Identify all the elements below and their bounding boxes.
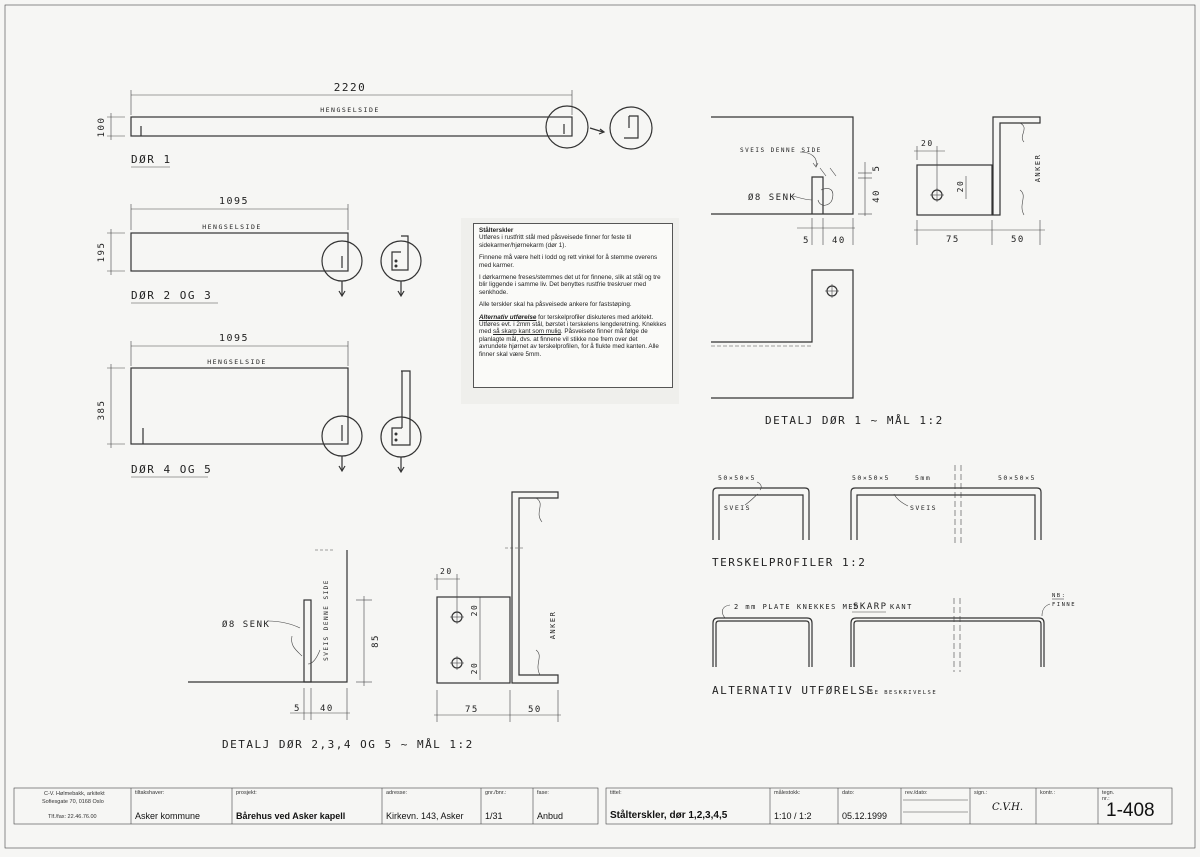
gnr-value: 1/31 bbox=[485, 811, 503, 821]
notes-alt-text-b: . Påsveisete finner må følge de planlagt… bbox=[479, 328, 659, 358]
detail1-dim-5: 5 bbox=[803, 236, 810, 246]
project-label: prosjekt: bbox=[236, 790, 257, 796]
detail1-countersink: Ø8 SENK bbox=[748, 192, 796, 203]
threshold-p2-gap: 5mm bbox=[915, 474, 931, 482]
architect-address: Sofiesgate 70, 0168 Oslo bbox=[42, 799, 104, 805]
detail2345-dim-20c: 20 bbox=[470, 662, 479, 675]
drawing-no-value: 1-408 bbox=[1106, 800, 1155, 821]
threshold-profiles: 50×50×5 SVEIS 50×50×5 5mm 50×50×5 SVEIS … bbox=[712, 465, 1042, 569]
client-label: tiltakshaver: bbox=[135, 790, 165, 796]
sign-value: C.V.H. bbox=[992, 802, 1024, 813]
drawing-no-label: tegn. nr.: bbox=[1102, 790, 1115, 802]
detail1-title: DETALJ DØR 1 ~ MÅL 1:2 bbox=[765, 414, 944, 427]
client-value: Asker kommune bbox=[135, 811, 201, 821]
notes-paragraph-5: Alternativ utførelse for terskelprofiler… bbox=[479, 314, 667, 358]
detail1-dim-40: 40 bbox=[832, 236, 846, 246]
detail2345-dim-40: 40 bbox=[320, 704, 334, 714]
detail2345-title: DETALJ DØR 2,3,4 OG 5 ~ MÅL 1:2 bbox=[222, 738, 474, 751]
threshold-title: TERSKELPROFILER 1:2 bbox=[712, 556, 866, 569]
door45-hinge-side: HENGSELSIDE bbox=[207, 358, 267, 366]
date-label: dato: bbox=[842, 790, 855, 796]
detail2345-countersink: Ø8 SENK bbox=[222, 619, 270, 630]
notes-title: Stålterskler bbox=[479, 227, 514, 234]
detail1-weld-note: SVEIS DENNE SIDE bbox=[740, 147, 822, 154]
alternative-note-c: KANT bbox=[890, 603, 913, 611]
sheet-border bbox=[4, 4, 1196, 849]
scale-value: 1:10 / 1:2 bbox=[774, 811, 812, 821]
rev-label: rev./dato: bbox=[905, 790, 928, 796]
alternative-design: 2 mm PLATE KNEKKES MED SKARP KANT NB: FI… bbox=[712, 593, 1076, 697]
address-label: adresse: bbox=[386, 790, 408, 796]
control-label: kontr.: bbox=[1040, 790, 1055, 796]
alternative-note-a: 2 mm PLATE KNEKKES MED bbox=[734, 603, 860, 611]
detail1-dim-v40: 40 bbox=[872, 189, 882, 203]
threshold-p2-size-b: 50×50×5 bbox=[998, 474, 1036, 482]
door23-drawing: 1095 HENGSELSIDE 195 DØR 2 OG 3 bbox=[97, 196, 422, 304]
detail2345-dim-20b: 20 bbox=[470, 604, 479, 617]
door23-title: DØR 2 OG 3 bbox=[131, 289, 212, 302]
detail1-dim-50: 50 bbox=[1011, 235, 1025, 245]
threshold-p2-size-a: 50×50×5 bbox=[852, 474, 890, 482]
detail2345-dim-5: 5 bbox=[294, 704, 301, 714]
detail2345-dim-50: 50 bbox=[528, 705, 542, 715]
detail2345-weld-note: SVEIS DENNE SIDE bbox=[323, 579, 330, 661]
detail2345-dim-85: 85 bbox=[371, 634, 381, 648]
door1-height: 100 bbox=[97, 117, 107, 138]
notes-paragraph-3: I dørkarmene freses/stemmes det ut for f… bbox=[479, 274, 661, 296]
door1-width: 2220 bbox=[334, 81, 367, 94]
date-value: 05.12.1999 bbox=[842, 811, 888, 821]
detail1-anchor: ANKER bbox=[1034, 154, 1042, 183]
alternative-nb: NB: bbox=[1052, 593, 1066, 599]
detail1-dim-v5: 5 bbox=[872, 165, 882, 172]
alternative-note-b: SKARP bbox=[853, 602, 888, 612]
gnr-label: gnr./bnr.: bbox=[485, 790, 507, 796]
door1-hinge-side: HENGSELSIDE bbox=[320, 106, 380, 114]
detail2345-dim-75: 75 bbox=[465, 705, 479, 715]
titleblock-architect: C-V. Hølmebakk, arkitekt Sofiesgate 70, … bbox=[14, 788, 131, 824]
notes-alt-underlined: så skarp kant som mulig bbox=[493, 328, 561, 336]
detail1-dim-20b: 20 bbox=[956, 180, 965, 193]
threshold-p1-size: 50×50×5 bbox=[718, 474, 756, 482]
titleblock-frame bbox=[13, 787, 1173, 825]
detail2345-dim-20a: 20 bbox=[440, 567, 453, 576]
title-value: Stålterskler, dør 1,2,3,4,5 bbox=[610, 810, 728, 821]
door45-height: 385 bbox=[97, 400, 107, 421]
notes-paragraph-1: Utføres i rustfritt stål med påsveisede … bbox=[479, 234, 632, 249]
door45-width: 1095 bbox=[219, 333, 249, 344]
door23-hinge-side: HENGSELSIDE bbox=[202, 223, 262, 231]
threshold-p1-weld: SVEIS bbox=[724, 504, 751, 512]
sign-label: sign.: bbox=[974, 790, 988, 796]
address-value: Kirkevn. 143, Asker bbox=[386, 811, 464, 821]
alternative-subtitle: ~SE BESKRIVELSE bbox=[865, 690, 937, 696]
title-label: tittel: bbox=[610, 790, 622, 796]
phase-label: fase: bbox=[537, 790, 549, 796]
project-value: Bårehus ved Asker kapell bbox=[236, 811, 346, 821]
notes-alt-text-a: for terskelprofiler diskuteres med arkit… bbox=[479, 313, 667, 336]
alternative-fin: FINNE bbox=[1052, 602, 1076, 608]
door23-height: 195 bbox=[97, 242, 107, 263]
threshold-p2-weld: SVEIS bbox=[910, 504, 937, 512]
detail1-dim-20a: 20 bbox=[921, 139, 934, 148]
phase-value: Anbud bbox=[537, 811, 564, 821]
notes-alt-heading: Alternativ utførelse bbox=[479, 313, 537, 321]
detail-door1: SVEIS DENNE SIDE Ø8 SENK 5 40 5 40 ANKER… bbox=[711, 116, 1045, 427]
alternative-title: ALTERNATIV UTFØRELSE bbox=[712, 684, 874, 697]
door23-width: 1095 bbox=[219, 196, 249, 207]
door45-title: DØR 4 OG 5 bbox=[131, 463, 212, 476]
specification-notes: Stålterskler Utføres i rustfritt stål me… bbox=[473, 223, 673, 388]
notes-paragraph-2: Finnene må være helt i lodd og rett vink… bbox=[479, 254, 658, 269]
door1-drawing: 2220 HENGSELSIDE 100 DØR 1 bbox=[97, 81, 653, 168]
door1-title: DØR 1 bbox=[131, 153, 172, 166]
scale-label: målestokk: bbox=[774, 790, 801, 796]
door45-drawing: 1095 HENGSELSIDE 385 DØR 4 OG 5 bbox=[97, 333, 422, 478]
detail2345-anchor: ANKER bbox=[549, 611, 557, 640]
notes-paragraph-4: Alle terskler skal ha påsveisede ankere … bbox=[479, 301, 632, 309]
detail-door2345: SVEIS DENNE SIDE Ø8 SENK 85 5 40 ANKER 2… bbox=[188, 491, 561, 751]
architect-name: C-V. Hølmebakk, arkitekt bbox=[44, 791, 105, 797]
detail1-dim-75: 75 bbox=[946, 235, 960, 245]
architect-phone: Tlf./fax: 22.46.76.00 bbox=[48, 814, 97, 820]
